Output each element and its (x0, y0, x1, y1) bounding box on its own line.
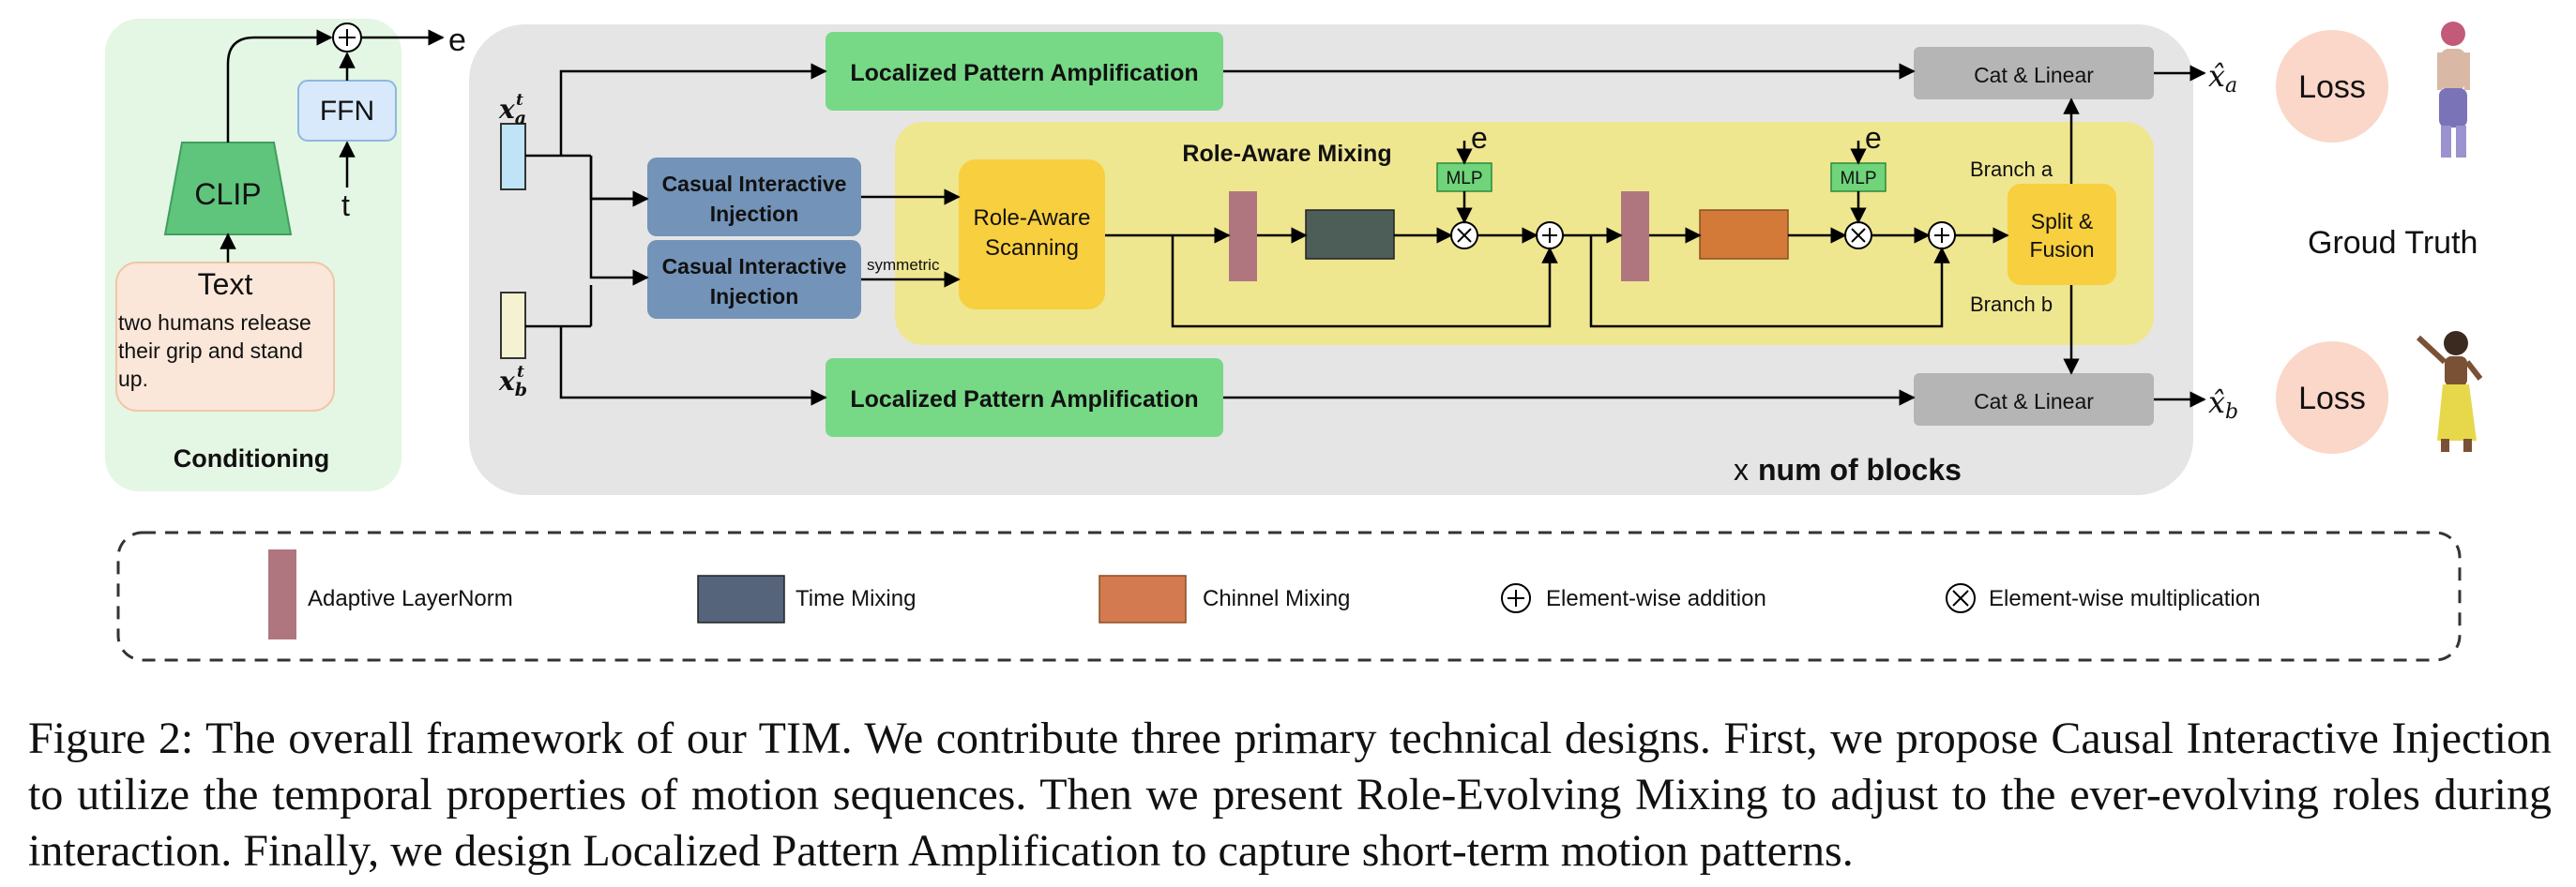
role-aware-scanning-block (959, 159, 1105, 309)
cat-linear-top-label: Cat & Linear (1974, 63, 2094, 87)
legend-channel-mixing-swatch (1099, 575, 1187, 624)
ffn-label: FFN (320, 96, 374, 127)
ground-truth-label: Groud Truth (2308, 225, 2478, 261)
cat-linear-top-block (1914, 47, 2154, 99)
legend-layernorm-label: Adaptive LayerNorm (308, 586, 513, 611)
cii-top-block (647, 158, 861, 236)
loss-bottom-circle (2276, 341, 2388, 454)
text-line-3: up. (118, 367, 148, 391)
ras-line-1: Role-Aware (974, 205, 1091, 231)
mlp-1-label: MLP (1446, 169, 1482, 188)
legend-channel-mixing-label: Chinnel Mixing (1203, 586, 1350, 611)
loss-top-label: Loss (2298, 69, 2366, 105)
lpa-bottom-block (826, 358, 1223, 437)
cat-linear-bottom-label: Cat & Linear (1974, 389, 2094, 413)
output-xa-label: x̂a (2208, 58, 2237, 98)
text-title: Text (198, 267, 253, 301)
clip-label: CLIP (194, 177, 261, 211)
cii-top-line-2: Injection (710, 202, 799, 226)
symmetric-label: symmetric (867, 256, 940, 274)
ras-line-2: Scanning (985, 235, 1079, 261)
legend-box (116, 531, 2462, 662)
split-line-1: Split & (2031, 209, 2093, 233)
input-xa-token (500, 123, 526, 190)
legend-time-mixing-label: Time Mixing (796, 586, 916, 611)
channel-mixing-block (1699, 209, 1789, 260)
role-aware-mixing-title: Role-Aware Mixing (1182, 141, 1391, 167)
cii-bottom-line-1: Casual Interactive (662, 254, 847, 278)
cat-linear-bottom-block (1914, 373, 2154, 426)
adaptive-layernorm-1 (1229, 191, 1257, 281)
character-a-icon (2437, 22, 2470, 158)
e-output-label: e (448, 23, 466, 58)
figure-caption: Figure 2: The overall framework of our T… (28, 714, 2552, 876)
text-box (115, 262, 335, 412)
clip-block (163, 142, 293, 235)
cii-bottom-block (647, 240, 861, 319)
adaptive-layernorm-2 (1621, 191, 1649, 281)
lpa-bottom-label: Localized Pattern Amplification (850, 386, 1198, 413)
e-2-label: e (1865, 121, 1882, 155)
text-line-1: two humans release (118, 310, 311, 335)
loss-bottom-label: Loss (2298, 381, 2366, 416)
legend-add-label: Element-wise addition (1546, 586, 1766, 611)
legend-multiply-label: Element-wise multiplication (1989, 586, 2260, 611)
loss-top-circle (2276, 30, 2388, 143)
e-1-label: e (1471, 121, 1488, 155)
cii-bottom-line-2: Injection (710, 284, 799, 308)
output-xb-label: x̂b (2208, 384, 2238, 424)
input-xb-label: xbt (498, 363, 527, 400)
cii-top-line-1: Casual Interactive (662, 172, 847, 196)
text-line-2: their grip and stand (118, 338, 303, 363)
split-line-2: Fusion (2029, 237, 2094, 262)
lpa-top-block (826, 32, 1223, 111)
lpa-top-label: Localized Pattern Amplification (850, 60, 1198, 86)
legend-time-mixing-swatch (697, 575, 785, 624)
time-mixing-block (1305, 209, 1395, 260)
branch-a-label: Branch a (1970, 158, 2053, 181)
conditioning-title: Conditioning (174, 444, 329, 473)
branch-b-label: Branch b (1970, 293, 2053, 316)
split-fusion-block (2008, 184, 2116, 285)
input-xa-label: xat (498, 91, 526, 128)
character-b-icon (2416, 331, 2483, 452)
legend-layernorm-swatch (268, 549, 296, 639)
t-label: t (341, 188, 350, 222)
input-xb-token (500, 292, 526, 359)
mlp-2-block (1830, 162, 1887, 192)
mlp-2-label: MLP (1840, 169, 1876, 188)
